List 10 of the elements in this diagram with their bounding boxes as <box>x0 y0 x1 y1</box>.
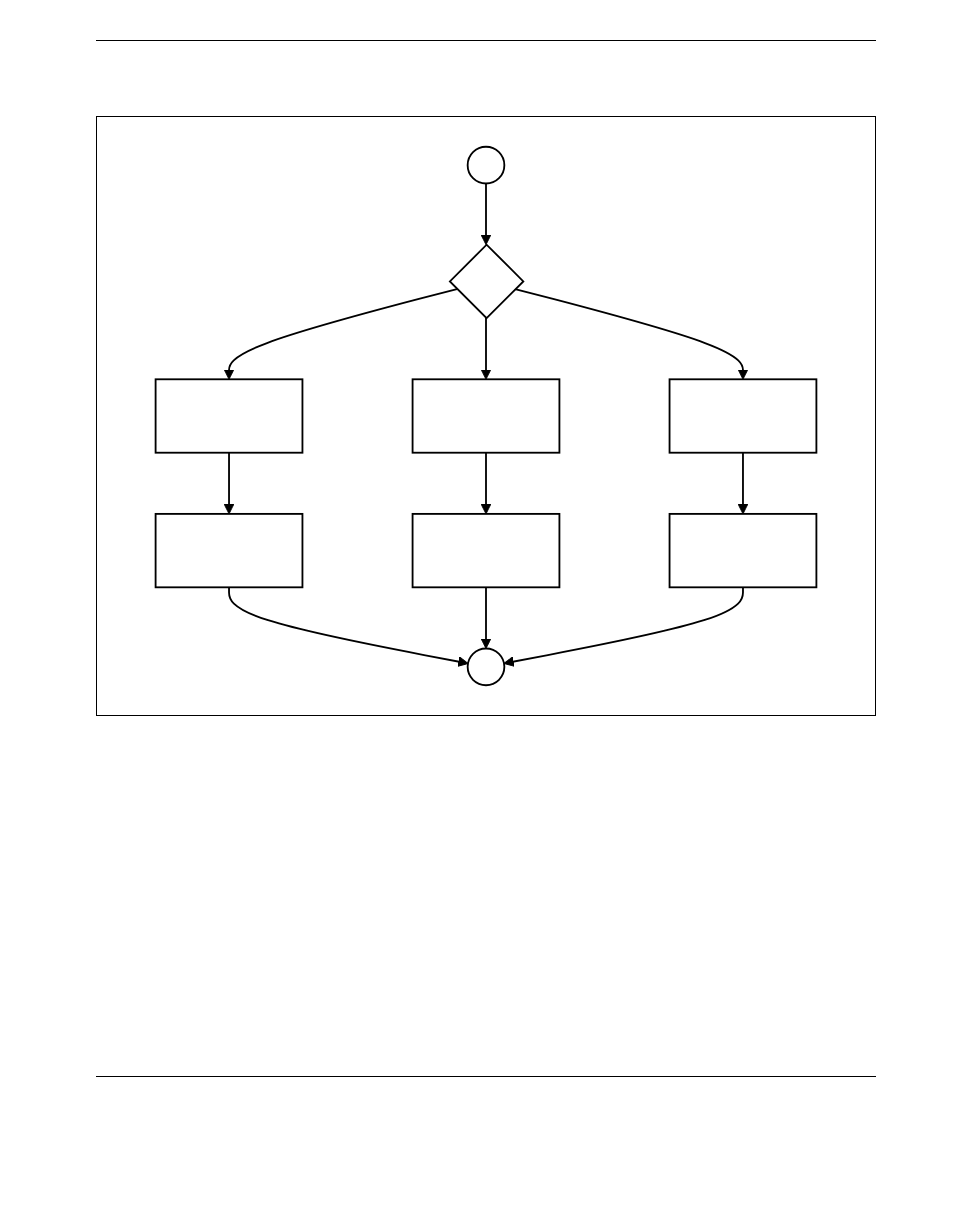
arrow <box>480 586 492 649</box>
arrow <box>228 586 469 667</box>
arrow <box>223 288 458 380</box>
arrow <box>514 288 749 380</box>
arrow <box>223 451 235 515</box>
arrow <box>480 451 492 515</box>
arrow <box>737 451 749 515</box>
arrow <box>503 586 744 667</box>
arrow <box>480 317 492 380</box>
arrow <box>480 182 492 246</box>
